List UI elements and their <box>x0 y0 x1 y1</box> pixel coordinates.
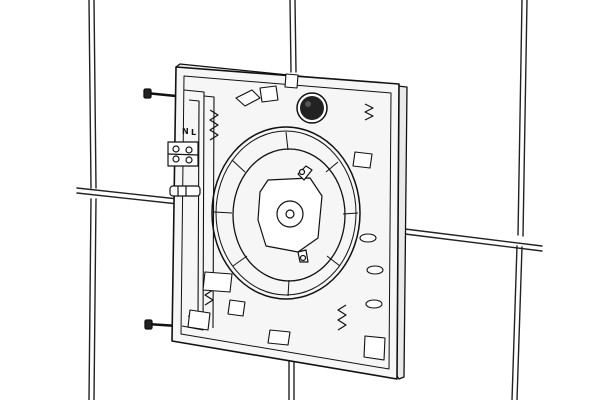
terminal-block: N L <box>167 127 199 167</box>
fan-base-plate: N L <box>167 63 408 380</box>
latch-tabs <box>187 73 386 361</box>
cable-entry-grommet <box>296 92 328 124</box>
terminal-label-n: N <box>182 127 189 136</box>
duct-vanes <box>213 131 359 297</box>
grout-line-horizontal-right <box>404 228 543 252</box>
cable-clamp <box>169 185 201 197</box>
plate-inner-frame <box>180 75 392 370</box>
spring-clip-bottom-right <box>337 304 347 331</box>
grout-line-vertical-right <box>511 0 528 400</box>
guide-pins <box>359 233 384 309</box>
fan-duct <box>211 126 361 300</box>
screw-top-left <box>143 88 177 99</box>
motor-mount <box>257 165 323 263</box>
grout-line-horizontal-left <box>76 187 179 205</box>
terminal-label-l: L <box>191 128 196 137</box>
spring-clip-top-left <box>209 109 219 141</box>
spring-clip-top-right <box>364 103 374 121</box>
tiled-wall <box>76 0 543 400</box>
duct-outer-ring <box>211 126 361 300</box>
grout-line-vertical-left <box>88 0 97 400</box>
